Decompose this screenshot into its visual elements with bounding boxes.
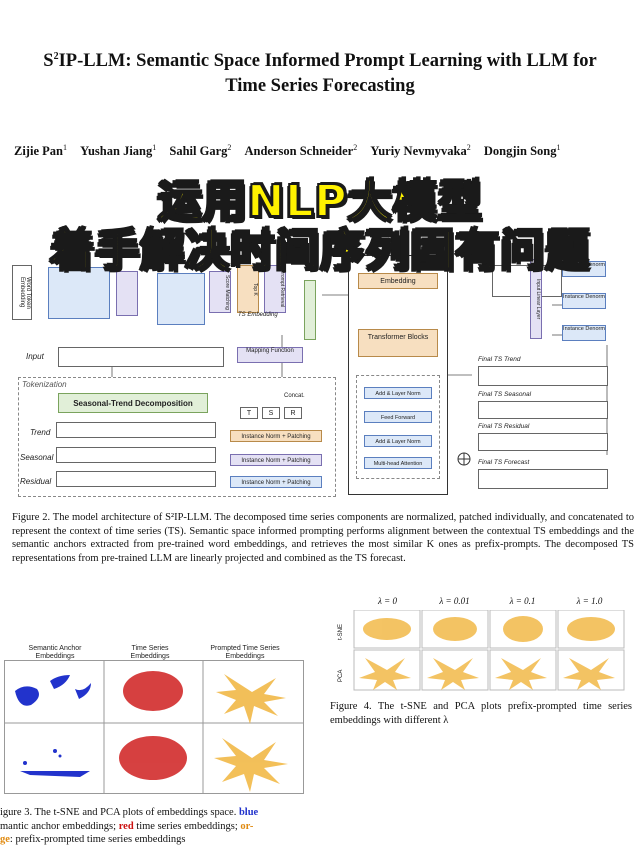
r-box: R	[284, 407, 302, 419]
author: Sahil Garg2	[169, 143, 232, 159]
figure4-caption: Figure 4. The t-SNE and PCA plots prefix…	[330, 701, 632, 726]
seasonal-box	[56, 447, 216, 463]
figure2-caption: Figure 2. The model architecture of S²IP…	[12, 512, 634, 564]
final-seasonal-box	[478, 401, 608, 419]
linear-layer-box: Input Linear Layer	[530, 259, 542, 339]
figure4-scatter-panels	[353, 610, 625, 691]
lambda-label: λ = 1.0	[576, 596, 603, 606]
embedding-box: Embedding	[358, 273, 438, 289]
lambda-label: λ = 0.01	[439, 596, 470, 606]
anchor-grid	[157, 273, 205, 325]
instance-denorm-2: Instance Denorm	[562, 293, 606, 309]
concat-label: Concat.	[284, 393, 305, 399]
final-forecast-box	[478, 469, 608, 489]
mha-box: Multi-head Attention	[364, 457, 432, 469]
final-seasonal-label: Final TS Seasonal	[478, 391, 532, 398]
add-norm-1: Add & Layer Norm	[364, 387, 432, 399]
word-embedding-grid	[48, 267, 110, 319]
final-trend-box	[478, 366, 608, 386]
author: Yushan Jiang1	[80, 143, 157, 159]
fig3-colhead: Prompted Time Series Embeddings	[210, 645, 280, 660]
decomposition-box: Seasonal-Trend Decomposition	[58, 393, 208, 413]
figure2-diagram: Word Token Embedding Score Matching Top …	[12, 255, 632, 500]
score-matching-box: Score Matching	[209, 271, 231, 313]
overlay-banner-line1: 运用NLP大模型	[156, 175, 483, 228]
mapping-box	[116, 271, 138, 316]
inorm-trend: Instance Norm + Patching	[230, 430, 322, 442]
trend-label: Trend	[30, 428, 51, 437]
row-label-tsne: t-SNE	[338, 623, 344, 640]
author-list: Zijie Pan1 Yushan Jiang1 Sahil Garg2 And…	[14, 143, 634, 159]
fig3-colhead: Time Series Embeddings	[130, 645, 170, 660]
fig3-colhead: Semantic Anchor Embeddings	[28, 645, 82, 660]
residual-label: Residual	[20, 477, 52, 486]
lambda-label: λ = 0.1	[509, 596, 536, 606]
residual-box	[56, 471, 216, 487]
mapping-function-box: Mapping Function	[237, 347, 303, 363]
paper-title: S2IP-LLM: Semantic Space Informed Prompt…	[43, 51, 597, 97]
final-trend-label: Final TS Trend	[478, 356, 521, 363]
author: Zijie Pan1	[14, 143, 67, 159]
figure4-grid: λ = 0 λ = 0.01 λ = 0.1 λ = 1.0 t-SNE PCA	[338, 596, 632, 692]
author: Dongjin Song1	[483, 143, 561, 159]
instance-denorm-3: Instance Denorm	[562, 325, 606, 341]
final-residual-label: Final TS Residual	[478, 423, 530, 430]
input-label: Input	[26, 352, 44, 361]
ts-embedding-label: TS Embedding	[238, 312, 278, 318]
overlay-banner-line2: 着手解决时间序列固有问题	[49, 224, 590, 277]
figure3-caption: igure 3. The t-SNE and PCA plots of embe…	[0, 807, 259, 845]
z-grid	[492, 265, 562, 297]
figure3-grid	[4, 660, 304, 794]
lambda-label: λ = 0	[378, 596, 397, 606]
ffn-box: Feed Forward	[364, 411, 432, 423]
author: Anderson Schneider2	[244, 143, 358, 159]
seasonal-label: Seasonal	[20, 453, 54, 462]
topk-box: Top K	[237, 265, 259, 313]
input-series-box	[58, 347, 224, 367]
s-box: S	[262, 407, 280, 419]
inorm-residual: Instance Norm + Patching	[230, 476, 322, 488]
transformer-box: Transformer Blocks	[358, 329, 438, 357]
add-norm-2: Add & Layer Norm	[364, 435, 432, 447]
inorm-seasonal: Instance Norm + Patching	[230, 454, 322, 466]
t-box: T	[240, 407, 258, 419]
ts-embedding-column	[304, 280, 316, 340]
trend-box	[56, 422, 216, 438]
tokenization-label: Tokenization	[22, 380, 67, 389]
word-token-label: Word Token Embedding	[12, 265, 32, 320]
final-residual-box	[478, 433, 608, 451]
instance-denorm-1: Instance Denorm	[562, 261, 606, 277]
figure3-scatter-panels	[5, 661, 303, 793]
author: Yuriy Nevmyvaka2	[370, 143, 471, 159]
row-label-pca: PCA	[338, 669, 344, 682]
prompt-retrieval-box: Prompt Retrieval	[264, 265, 286, 313]
final-forecast-label: Final TS Forecast	[478, 459, 530, 466]
